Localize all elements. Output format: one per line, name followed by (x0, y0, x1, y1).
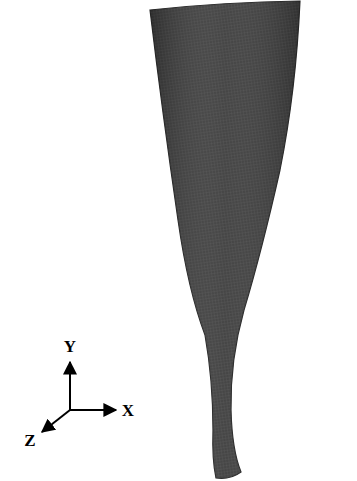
turbine-blade (150, 1, 300, 478)
axis-triad (42, 362, 116, 432)
axis-label: X (122, 402, 134, 419)
axis-label: Z (24, 432, 35, 449)
axis-label: Y (64, 338, 76, 355)
blade-shading (150, 1, 300, 478)
